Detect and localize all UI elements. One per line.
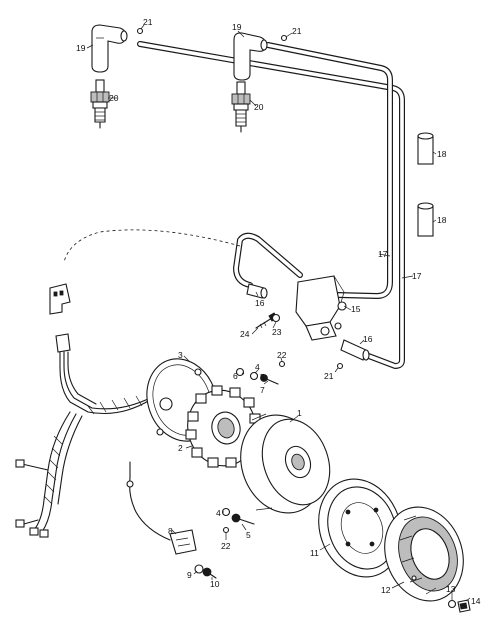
- cover: [384, 506, 464, 602]
- callout-5-upper: 5: [260, 372, 265, 382]
- callout-15-coil: 15: [351, 304, 361, 314]
- washer-21-right: [280, 34, 288, 42]
- callout-18-lower: 18: [437, 215, 447, 225]
- callout-11-fan: 11: [310, 548, 319, 558]
- spark-plug-cap-left: [91, 24, 128, 73]
- callout-16-lower: 16: [363, 334, 373, 344]
- callout-9-washer: 9: [187, 570, 192, 580]
- callout-labels: 21 19 20 19 21 20 18 18 17 17 16 15 24 2…: [76, 17, 481, 606]
- cable-cap-upper: [246, 283, 268, 299]
- callout-10-screw: 10: [210, 579, 220, 589]
- callout-4-washer-upper: 4: [255, 362, 260, 372]
- leader-lines: [86, 24, 471, 602]
- wiring-harness: [15, 283, 155, 538]
- callout-17-right: 17: [412, 271, 422, 281]
- spark-plug-left: [90, 79, 110, 129]
- callout-20-plug-right: 20: [254, 102, 264, 112]
- callout-3-stator-plate: 3: [178, 350, 183, 360]
- washer-21-left: [136, 27, 144, 35]
- callout-19-cap-left: 19: [76, 43, 86, 53]
- callout-14-screw: 14: [471, 596, 481, 606]
- callout-23-washer: 23: [272, 327, 282, 337]
- washer-4-upper: [249, 371, 259, 381]
- callout-18-upper: 18: [437, 149, 447, 159]
- spark-plug-cap-right: [233, 32, 268, 81]
- stator: [185, 385, 261, 468]
- callout-17-left: 17: [378, 249, 388, 259]
- callout-21-lower: 21: [324, 371, 334, 381]
- callout-24-bolt: 24: [240, 329, 250, 339]
- washer-23: [271, 313, 281, 323]
- washer-21-lower: [336, 362, 344, 370]
- callout-5-bolt-lower: 5: [246, 530, 251, 540]
- callout-21-cap-left: 21: [143, 17, 153, 27]
- callout-19-cap-right: 19: [232, 22, 242, 32]
- callout-2-stator: 2: [178, 443, 183, 453]
- callout-16-upper: 16: [255, 298, 265, 308]
- callout-20-plug-left: 20: [109, 93, 119, 103]
- callout-13-washer: 13: [446, 584, 456, 594]
- callout-4-washer-lower: 4: [216, 508, 221, 518]
- harness-link-line: [63, 229, 241, 263]
- washer-6: [235, 367, 245, 377]
- spring-22-upper: [278, 360, 286, 368]
- callout-22-spring-lower: 22: [221, 541, 231, 551]
- sleeve-upper: [417, 132, 434, 165]
- bolt-5: [231, 513, 255, 525]
- callout-7-screw: 7: [260, 385, 265, 395]
- washer-13: [447, 599, 457, 609]
- flywheel: [240, 413, 331, 514]
- ignition-cable-tubes: [137, 41, 405, 369]
- spring-22-lower: [222, 526, 230, 534]
- ignition-coil: [295, 275, 347, 341]
- screw-10: [202, 567, 217, 579]
- spark-plug-right: [231, 81, 251, 133]
- callout-8-sensor: 8: [168, 526, 173, 536]
- callout-1-flywheel: 1: [297, 408, 302, 418]
- fan-pulley: [318, 478, 402, 578]
- callout-21-cap-right: 21: [292, 26, 302, 36]
- callout-6-washer: 6: [233, 371, 238, 381]
- trigger-sensor: [126, 461, 197, 555]
- sleeve-lower: [417, 202, 434, 237]
- callout-12-cover: 12: [381, 585, 391, 595]
- screw-7: [260, 374, 279, 385]
- cable-cap-lower: [340, 339, 370, 361]
- callout-22-spring-upper: 22: [277, 350, 287, 360]
- screw-14: [457, 599, 471, 613]
